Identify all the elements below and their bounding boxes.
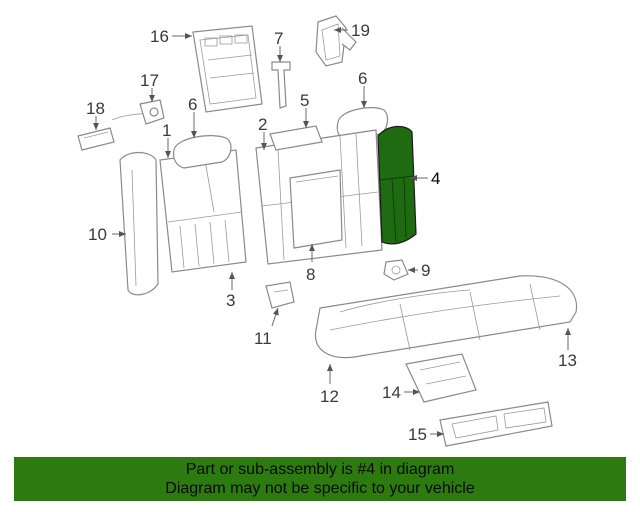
callout-8: 8 <box>306 265 315 284</box>
part-19-bracket <box>315 15 357 67</box>
callout-19: 19 <box>351 21 370 40</box>
part-9-grommet <box>383 259 409 281</box>
part-18-handle <box>77 127 115 151</box>
callout-9: 9 <box>421 261 430 280</box>
callout-10: 10 <box>88 225 107 244</box>
part-17-cable <box>111 99 165 125</box>
callout-leaders <box>93 27 571 437</box>
part-14-pad <box>405 353 477 403</box>
callout-1: 1 <box>162 121 171 140</box>
part-7-latch <box>271 61 291 109</box>
part-4-right-seatback <box>377 125 417 245</box>
callout-6-right: 6 <box>358 69 367 88</box>
part-11-bracket <box>265 281 295 309</box>
callout-12: 12 <box>320 387 339 406</box>
part-12-cushion <box>314 275 578 359</box>
banner-line-1: Part or sub-assembly is #4 in diagram <box>185 461 455 478</box>
callout-18: 18 <box>86 99 105 118</box>
callout-5: 5 <box>300 91 309 110</box>
callout-11: 11 <box>254 329 272 348</box>
parts-diagram: 16 19 7 17 18 6 6 5 1 2 4 10 8 9 3 11 12… <box>77 15 578 447</box>
part-15-tray <box>439 401 553 447</box>
callout-6-left: 6 <box>188 95 197 114</box>
callout-16: 16 <box>150 27 169 46</box>
part-8-armrest <box>289 169 343 249</box>
part-16-panel <box>192 25 263 113</box>
callout-13: 13 <box>558 351 577 370</box>
callout-15: 15 <box>408 425 427 444</box>
part-10-bolster <box>119 151 159 296</box>
banner-line-2: Diagram may not be specific to your vehi… <box>165 480 475 497</box>
callout-7: 7 <box>274 29 283 48</box>
part-5-armrest-cover <box>269 125 323 151</box>
callout-14: 14 <box>382 383 401 402</box>
callout-2: 2 <box>258 115 267 134</box>
part-1-left-seatback <box>159 149 247 273</box>
callout-4: 4 <box>431 169 440 188</box>
callout-labels: 16 19 7 17 18 6 6 5 1 2 4 10 8 9 3 11 12… <box>86 21 577 444</box>
callout-3: 3 <box>226 291 235 310</box>
info-banner: Part or sub-assembly is #4 in diagram Di… <box>14 457 626 501</box>
callout-17: 17 <box>140 71 159 90</box>
